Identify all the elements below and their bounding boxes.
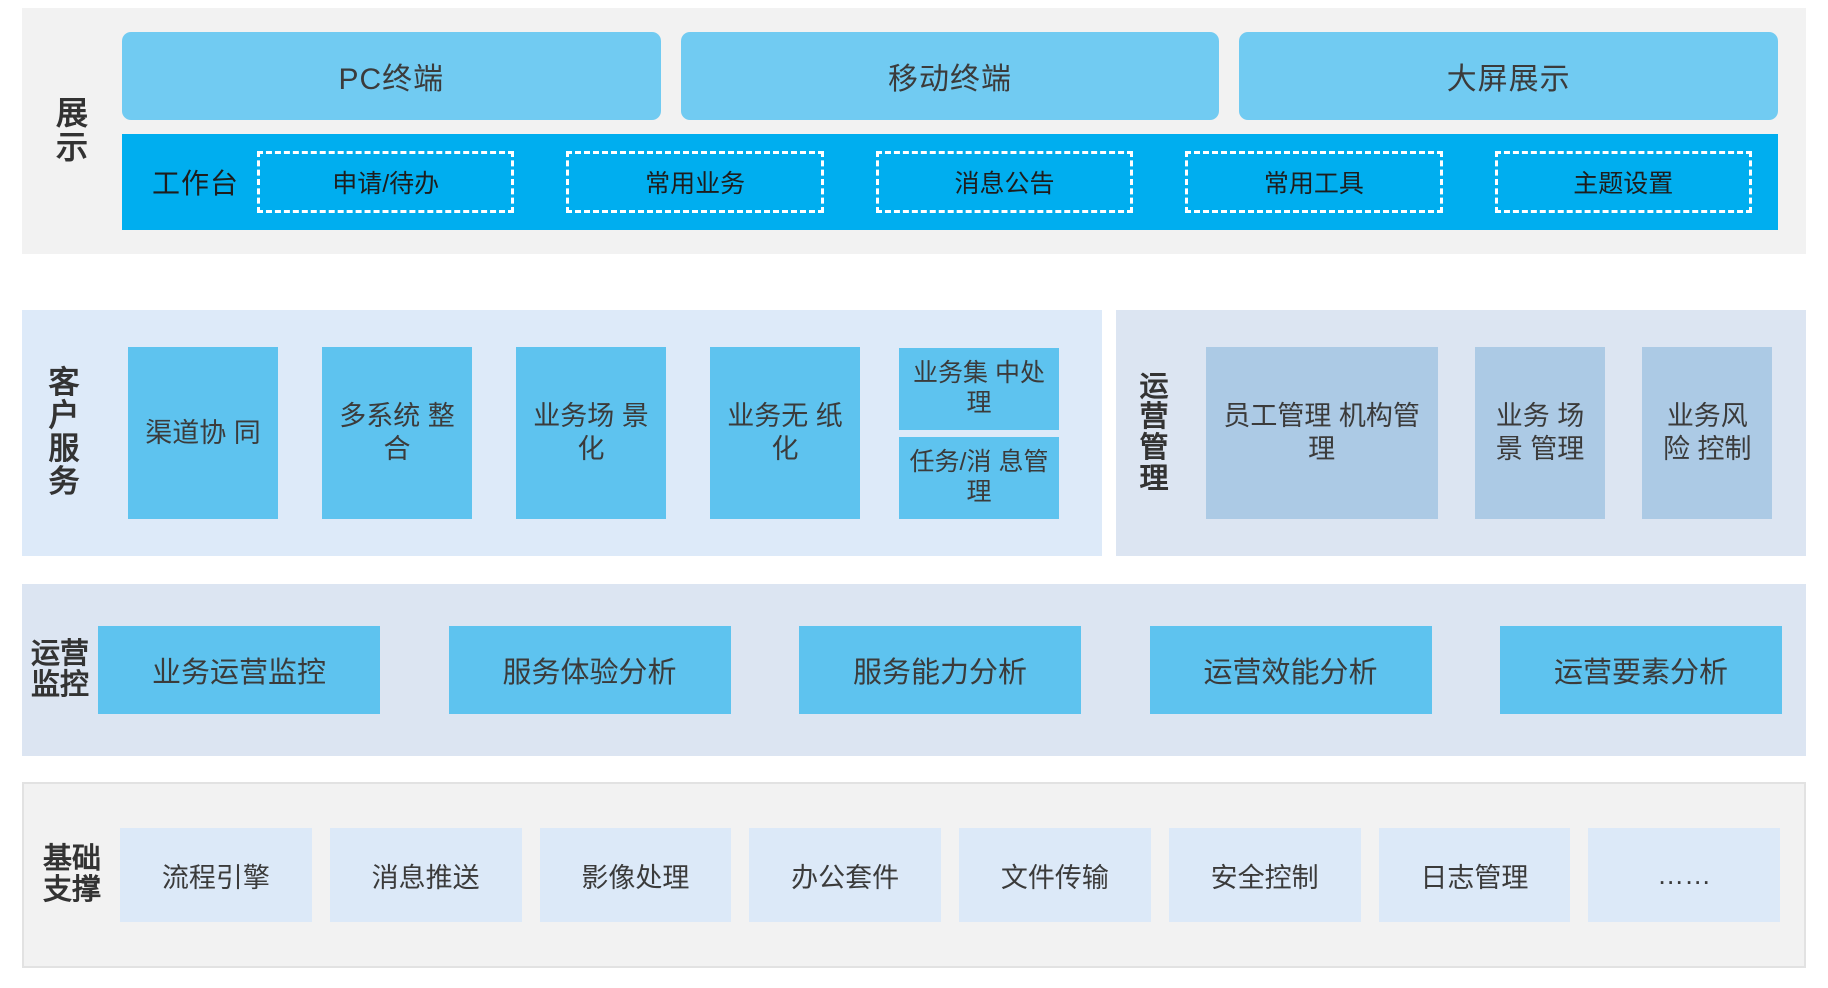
foundation-support-content: 流程引擎 消息推送 影像处理 办公套件 文件传输 安全控制 日志管理 …… bbox=[120, 828, 1804, 922]
service-tile-channel-collaboration[interactable]: 渠道协 同 bbox=[128, 347, 278, 519]
workbench-item-common-business[interactable]: 常用业务 bbox=[566, 151, 824, 213]
workbench-item-theme-settings[interactable]: 主题设置 bbox=[1494, 151, 1752, 213]
section-display: 展 示 PC终端 移动终端 大屏展示 工作台 申请/待办 常用业务 消息公告 常… bbox=[22, 8, 1806, 254]
base-tile-security-control[interactable]: 安全控制 bbox=[1168, 828, 1361, 922]
section-label-operations-monitoring: 运营 监控 bbox=[30, 638, 89, 701]
workbench-band: 工作台 申请/待办 常用业务 消息公告 常用工具 主题设置 bbox=[122, 134, 1778, 230]
service-slot-1: 渠道协 同 bbox=[106, 347, 300, 519]
workbench-item-group: 申请/待办 常用业务 消息公告 常用工具 主题设置 bbox=[257, 151, 1752, 213]
monitor-tile-business-operation-monitoring[interactable]: 业务运营监控 bbox=[98, 626, 380, 714]
service-tile-centralized-processing[interactable]: 业务集 中处理 bbox=[899, 347, 1059, 430]
monitor-tile-service-experience-analysis[interactable]: 服务体验分析 bbox=[448, 626, 731, 714]
section-label-display: 展 示 bbox=[55, 95, 88, 165]
terminal-card-bigscreen[interactable]: 大屏展示 bbox=[1239, 32, 1779, 120]
base-tile-log-management[interactable]: 日志管理 bbox=[1378, 828, 1571, 922]
workbench-item-apply-todo[interactable]: 申请/待办 bbox=[257, 151, 515, 213]
section-foundation-support: 基础 支撑 流程引擎 消息推送 影像处理 办公套件 文件传输 安全控制 日志管理… bbox=[22, 782, 1806, 968]
monitor-tile-service-capability-analysis[interactable]: 服务能力分析 bbox=[799, 626, 1081, 714]
service-and-ops-band: 客 户 服 务 渠道协 同 多系统 整合 业务场 景化 业务无 纸化 业务集 中… bbox=[22, 310, 1806, 556]
terminal-card-pc[interactable]: PC终端 bbox=[122, 32, 661, 120]
section-operations-monitoring: 运营 监控 业务运营监控 服务体验分析 服务能力分析 运营效能分析 运营要素分析 bbox=[22, 584, 1806, 756]
service-slot-3: 业务场 景化 bbox=[494, 347, 688, 519]
terminal-card-mobile[interactable]: 移动终端 bbox=[680, 32, 1220, 120]
monitor-tile-operation-element-analysis[interactable]: 运营要素分析 bbox=[1500, 626, 1782, 714]
ops-tile-staff-org-management[interactable]: 员工管理 机构管理 bbox=[1205, 347, 1438, 519]
monitor-tile-operation-efficiency-analysis[interactable]: 运营效能分析 bbox=[1149, 626, 1432, 714]
operations-monitoring-content: 业务运营监控 服务体验分析 服务能力分析 运营效能分析 运营要素分析 bbox=[98, 626, 1806, 714]
workbench-title: 工作台 bbox=[152, 168, 240, 199]
ops-tile-business-scenario-management[interactable]: 业务 场景 管理 bbox=[1474, 347, 1605, 519]
service-tile-paperless-business[interactable]: 业务无 纸化 bbox=[710, 347, 860, 519]
workbench-item-message-notice[interactable]: 消息公告 bbox=[875, 151, 1134, 213]
service-tile-multi-system-integration[interactable]: 多系统 整合 bbox=[322, 347, 472, 519]
customer-service-content: 渠道协 同 多系统 整合 业务场 景化 业务无 纸化 业务集 中处理 任务/消 … bbox=[106, 310, 1102, 556]
service-tile-business-scenario[interactable]: 业务场 景化 bbox=[516, 347, 666, 519]
section-operations-management: 运 营 管 理 员工管理 机构管理 业务 场景 管理 业务风 险 控制 bbox=[1116, 310, 1806, 556]
section-label-customer-service: 客 户 服 务 bbox=[48, 365, 80, 499]
display-content: PC终端 移动终端 大屏展示 工作台 申请/待办 常用业务 消息公告 常用工具 … bbox=[122, 8, 1806, 254]
section-customer-service: 客 户 服 务 渠道协 同 多系统 整合 业务场 景化 业务无 纸化 业务集 中… bbox=[22, 310, 1102, 556]
service-tile-task-message-management[interactable]: 任务/消 息管理 bbox=[899, 436, 1059, 519]
section-label-operations-management: 运 营 管 理 bbox=[1139, 370, 1169, 495]
workbench-item-common-tools[interactable]: 常用工具 bbox=[1185, 151, 1443, 213]
ops-tile-business-risk-control[interactable]: 业务风 险 控制 bbox=[1642, 347, 1773, 519]
section-label-foundation-support: 基础 支撑 bbox=[42, 843, 101, 906]
base-tile-office-suite[interactable]: 办公套件 bbox=[749, 828, 941, 922]
base-tile-message-push[interactable]: 消息推送 bbox=[329, 828, 522, 922]
base-tile-more[interactable]: …… bbox=[1588, 828, 1780, 922]
terminal-card-group: PC终端 移动终端 大屏展示 bbox=[122, 32, 1779, 120]
base-tile-image-processing[interactable]: 影像处理 bbox=[539, 828, 732, 922]
service-slot-2: 多系统 整合 bbox=[300, 347, 494, 519]
base-tile-process-engine[interactable]: 流程引擎 bbox=[120, 828, 312, 922]
service-stack: 业务集 中处理 任务/消 息管理 bbox=[882, 347, 1076, 519]
service-slot-4: 业务无 纸化 bbox=[688, 347, 882, 519]
base-tile-file-transfer[interactable]: 文件传输 bbox=[959, 828, 1151, 922]
operations-management-content: 员工管理 机构管理 业务 场景 管理 业务风 险 控制 bbox=[1192, 310, 1806, 556]
